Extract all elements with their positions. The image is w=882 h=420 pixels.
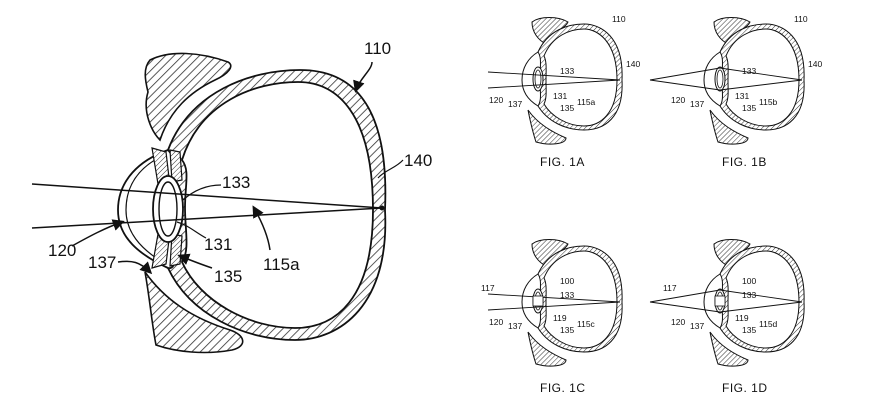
fig-1d-label-137: 137 (690, 321, 704, 331)
label-140: 140 (404, 151, 432, 170)
fig-1a-label-135: 135 (560, 103, 574, 113)
fig-1a-label-110: 110 (612, 14, 626, 24)
fig-1d-label-115d: 115d (759, 319, 778, 329)
leader-131 (176, 221, 207, 239)
fig-1b-label-133: 133 (742, 66, 756, 76)
leader-115a (252, 205, 271, 251)
fig-1a-caption: FIG. 1A (540, 155, 585, 169)
fig-1b: 110 140 133 120 137 131 135 115b FIG. 1B (649, 14, 822, 169)
label-137: 137 (88, 253, 116, 272)
leader-137 (117, 260, 153, 275)
leader-135 (177, 253, 213, 269)
fig-1a-label-120: 120 (489, 95, 503, 105)
ray-upper (31, 183, 383, 209)
fig-1a-label-140: 140 (626, 59, 640, 69)
fig-1c-label-115c: 115c (577, 319, 596, 329)
fig-1a: 110 140 133 120 137 131 135 115a FIG. 1A (487, 14, 640, 169)
fig-1c: 100 117 133 119 120 137 135 115c FIG. 1C (481, 239, 623, 395)
label-133: 133 (222, 173, 250, 192)
fig-1c-label-133: 133 (560, 290, 574, 300)
fig-1b-label-131: 131 (735, 91, 749, 101)
fig-1b-caption: FIG. 1B (722, 155, 767, 169)
fig-1b-label-135: 135 (742, 103, 756, 113)
fig-1b-label-140: 140 (808, 59, 822, 69)
fig-1d-caption: FIG. 1D (722, 381, 768, 395)
fig-1d-label-135: 135 (742, 325, 756, 335)
fig-1b-label-137: 137 (690, 99, 704, 109)
ray-lower (31, 207, 383, 229)
fig-1c-label-117: 117 (481, 283, 495, 293)
fig-1a-label-137: 137 (508, 99, 522, 109)
cornea (117, 149, 169, 269)
cornea-inner (125, 155, 163, 263)
fig-1a-label-115a: 115a (577, 97, 596, 107)
fig-1b-label-115b: 115b (759, 97, 778, 107)
fig-1c-label-100: 100 (560, 276, 574, 286)
lens-inner (158, 181, 178, 237)
lower-orbit-bone (144, 271, 244, 354)
fig-1c-label-119: 119 (553, 313, 567, 323)
fig-1d-label-133: 133 (742, 290, 756, 300)
label-110: 110 (364, 39, 391, 58)
leader-110 (353, 61, 373, 93)
fig-1d-label-120: 120 (671, 317, 685, 327)
upper-orbit-bone (144, 52, 232, 142)
main-eye-figure: 110 140 133 131 115a 120 137 135 (31, 39, 432, 354)
fig-1c-label-137: 137 (508, 321, 522, 331)
leader-140 (377, 159, 404, 179)
label-131: 131 (204, 235, 232, 254)
fig-1b-label-120: 120 (671, 95, 685, 105)
fig-1a-label-131: 131 (553, 91, 567, 101)
fig-1d-label-100: 100 (742, 276, 756, 286)
fig-1d-label-117: 117 (663, 283, 677, 293)
label-115a: 115a (263, 255, 300, 274)
sclera-wall (166, 69, 387, 341)
ciliary-upper (169, 149, 183, 183)
fig-1d-label-119: 119 (735, 313, 749, 323)
label-135: 135 (214, 267, 242, 286)
fig-1b-label-110: 110 (794, 14, 808, 24)
focal-point (379, 205, 385, 211)
fig-1c-label-135: 135 (560, 325, 574, 335)
fig-1a-label-133: 133 (560, 66, 574, 76)
label-120: 120 (48, 241, 76, 260)
leader-120 (71, 219, 125, 247)
fig-1c-label-120: 120 (489, 317, 503, 327)
fig-1c-caption: FIG. 1C (540, 381, 586, 395)
fig-1d: 100 117 133 119 120 137 135 115d FIG. 1D (649, 239, 805, 395)
leader-133 (182, 184, 222, 201)
